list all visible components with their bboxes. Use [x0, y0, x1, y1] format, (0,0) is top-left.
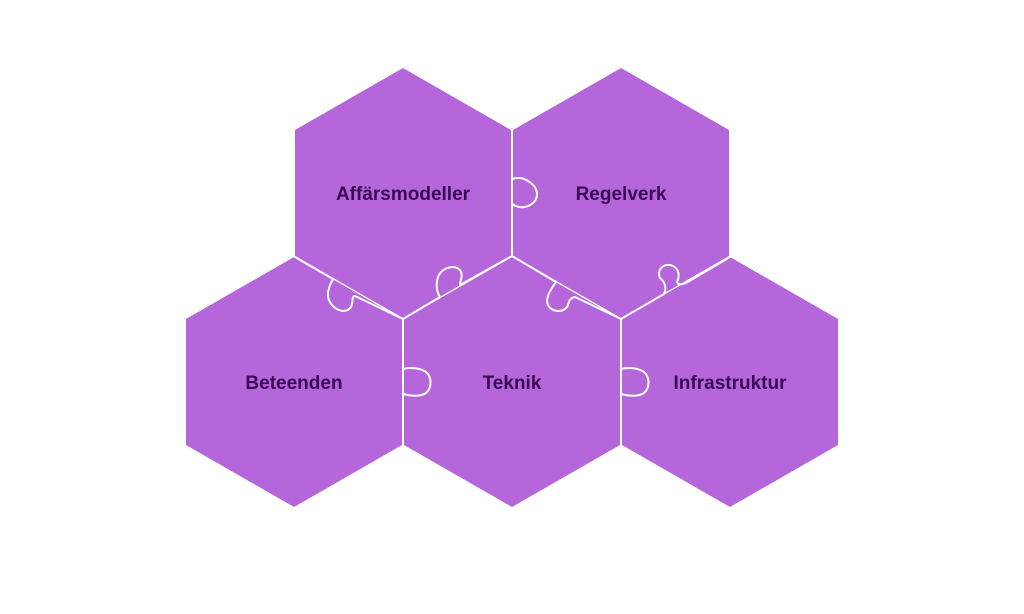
label-regelverk: Regelverk [576, 184, 667, 205]
hexagon-teknik [404, 257, 620, 507]
hexagon-infrastruktur [622, 257, 838, 507]
hexagon-affarsmodeller [295, 68, 511, 318]
hexagon-labels: Affärsmodeller Regelverk Beteenden Tekni… [245, 184, 787, 394]
label-beteenden: Beteenden [245, 373, 342, 394]
seam-regelverk-infrastruktur [620, 256, 731, 320]
seam-regelverk-teknik [511, 255, 622, 320]
label-teknik: Teknik [483, 373, 542, 394]
hexagon-regelverk [513, 68, 729, 318]
seam-affarsmodeller-regelverk [511, 129, 538, 257]
label-affarsmodeller: Affärsmodeller [336, 184, 471, 205]
seam-teknik-infrastruktur [620, 318, 650, 446]
label-infrastruktur: Infrastruktur [674, 373, 788, 394]
seam-affarsmodeller-teknik [402, 255, 513, 320]
hexagon-tiles [186, 68, 838, 507]
seam-beteenden-teknik [402, 318, 432, 446]
hexagon-beteenden [186, 257, 402, 507]
seam-affarsmodeller-beteenden [294, 256, 404, 320]
puzzle-seams [294, 129, 731, 446]
